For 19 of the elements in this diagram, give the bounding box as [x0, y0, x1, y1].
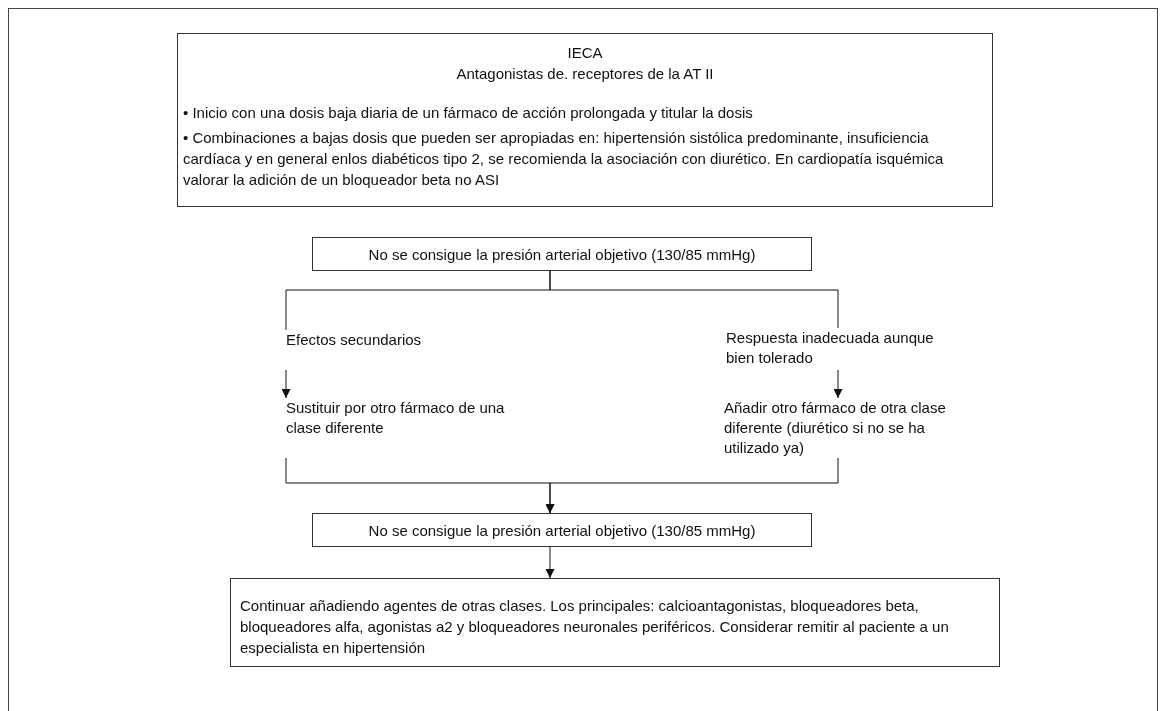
- box-text: Continuar añadiendo agentes de otras clases. Los principales: calcioantagonistas, bloqueadores beta, bloqueadores alfa, agonistas a2 y bloqueadores neuronales periféricos. Considerar remitir al paciente a un especialista en hipertensión: [240, 596, 950, 658]
- bullet-text: • Combinaciones a bajas dosis que pueden ser apropiadas en: hipertensión sistólica predominante, insuficiencia cardíaca y en general enlos diabéticos tipo 2, se recomienda la asociación con diurético. En cardiopatía isquémica valorar la adición de un bloqueador beta no ASI: [183, 128, 945, 190]
- box-text: No se consigue la presión arterial objetivo (130/85 mmHg): [368, 520, 756, 541]
- process-box: [177, 33, 993, 207]
- bullet-text: • Inicio con una dosis baja diaria de un fármaco de acción prolongada y titular la dosis: [183, 103, 754, 123]
- process-box: [312, 513, 812, 547]
- box-heading: IECA: [567, 43, 603, 63]
- process-box: [230, 578, 1000, 667]
- step-text: Añadir otro fármaco de otra clase diferente (diurético si no se ha utilizado ya): [724, 398, 984, 458]
- process-box: [312, 237, 812, 271]
- step-text: Sustituir por otro fármaco de una clase diferente: [286, 398, 506, 458]
- connector-arrow: [833, 369, 843, 399]
- connector-arrow: [281, 369, 291, 399]
- connector-arrow: [545, 546, 555, 579]
- box-heading: Antagonistas de. receptores de la AT II: [456, 64, 714, 84]
- box-text: No se consigue la presión arterial objetivo (130/85 mmHg): [368, 244, 756, 265]
- step-text: Respuesta inadecuada aunque bien tolerado: [726, 328, 966, 370]
- step-text: Efectos secundarios: [286, 330, 506, 370]
- connector-arrow: [545, 457, 839, 514]
